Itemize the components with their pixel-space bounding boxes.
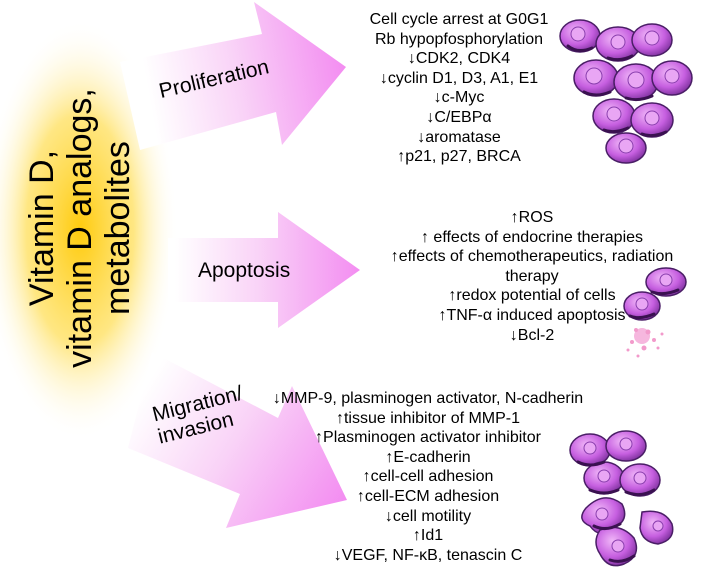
effect-item: Rb hypopfosphorylation: [374, 30, 544, 48]
effect-item: Cell cycle arrest at G0G1: [369, 11, 549, 28]
effect-item: therapy: [505, 267, 559, 285]
source-label-line: Vitamin D,: [22, 149, 61, 307]
source-glow: [0, 20, 178, 440]
effect-item: ↓aromatase: [417, 128, 501, 146]
effect-item: ↑cell-cell adhesion: [362, 468, 494, 486]
effect-item: ↓MMP-9, plasminogen activator, N-cadheri…: [272, 390, 584, 407]
apoptotic-cells-icon: [623, 267, 687, 358]
effect-item: ↑cell-ECM adhesion: [356, 487, 500, 505]
effect-item: ↓VEGF, NF-κB, tenascin C: [333, 546, 523, 564]
effect-item: ↑p21, p27, BRCA: [397, 148, 521, 166]
effect-item: ↓cell motility: [384, 507, 472, 525]
effect-item: ↑E-cadherin: [385, 448, 471, 466]
apoptosis-effects-list: ↑ROS ↑ effects of endocrine therapies ↑e…: [362, 208, 702, 345]
apoptosis-arrow: [168, 212, 360, 328]
apoptosis-label: Apoptosis: [198, 259, 290, 282]
effect-item: ↓C/EBPα: [426, 108, 492, 126]
effect-item: ↑ effects of endocrine therapies: [420, 228, 644, 246]
effect-item: ↑TNF-α induced apoptosis: [438, 306, 626, 324]
effect-item: ↑redox potential of cells: [448, 287, 616, 305]
migration-effects-list: ↓MMP-9, plasminogen activator, N-cadheri…: [268, 389, 588, 565]
effect-item: ↓c-Myc: [433, 89, 485, 107]
source-label-line: vitamin D analogs,: [60, 88, 99, 368]
migration-arrow: [128, 352, 347, 528]
effect-item: ↑ROS: [510, 209, 554, 226]
apoptosis-label-text: Apoptosis: [198, 259, 291, 282]
proliferation-arrow: [120, 2, 346, 150]
effect-item: ↓CDK2, CDK4: [407, 50, 511, 68]
effect-item: ↑effects of chemotherapeutics, radiation: [390, 248, 674, 266]
effect-item: ↓Bcl-2: [509, 326, 555, 344]
dividing-cells-icon: [559, 19, 693, 164]
effect-item: ↑tissue inhibitor of MMP-1: [335, 409, 521, 427]
effect-item: ↓cyclin D1, D3, A1, E1: [379, 69, 539, 87]
source-label-line: metabolites: [99, 141, 138, 315]
effect-item: ↑Id1: [412, 527, 444, 545]
migrating-cells-icon: [569, 430, 674, 567]
effect-item: ↑Plasminogen activator inhibitor: [315, 429, 541, 447]
proliferation-effects-list: Cell cycle arrest at G0G1 Rb hypopfospho…: [328, 10, 590, 167]
